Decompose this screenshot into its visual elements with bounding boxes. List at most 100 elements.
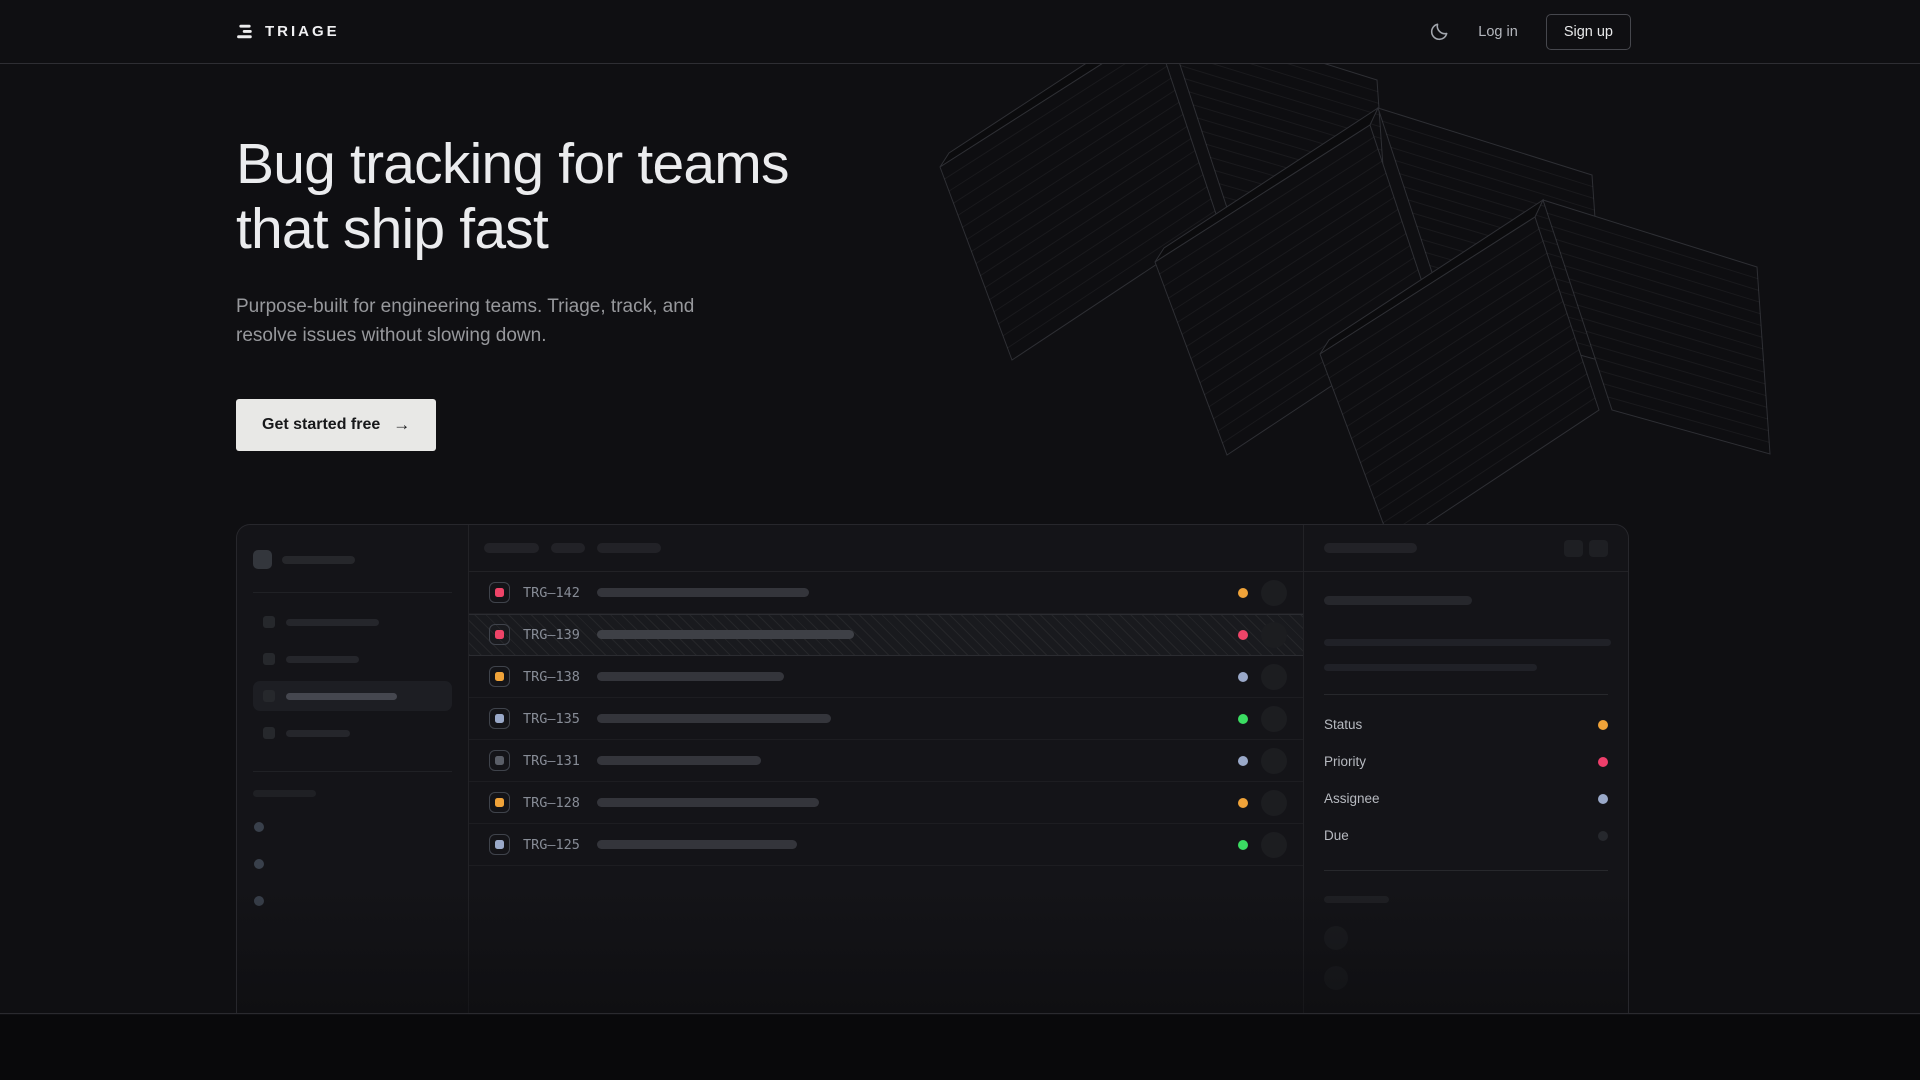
assignee-avatar <box>1261 747 1287 774</box>
issue-type-icon <box>489 708 510 729</box>
sidebar-nav-item-active <box>253 681 452 711</box>
issue-title-placeholder <box>597 798 819 807</box>
issue-id: TRG–131 <box>523 752 580 769</box>
issue-row: TRG–131 <box>469 740 1303 782</box>
nav-item-label-placeholder <box>286 655 359 663</box>
issue-type-icon <box>489 582 510 603</box>
issue-row: TRG–128 <box>469 782 1303 824</box>
issue-status-dot <box>1238 755 1248 766</box>
issue-type-icon <box>489 624 510 645</box>
divider <box>1324 694 1608 695</box>
detail-text-placeholder <box>1324 664 1537 671</box>
get-started-button[interactable]: Get started free → <box>236 398 437 451</box>
moon-icon <box>1431 23 1448 40</box>
assignee-avatar <box>1261 831 1287 858</box>
comments-label-placeholder <box>1324 896 1389 903</box>
issue-type-icon <box>489 750 510 771</box>
issue-row-selected: TRG–139 <box>469 614 1303 656</box>
comment-avatar-placeholder <box>1324 966 1348 990</box>
sidebar-dot <box>254 822 264 832</box>
tab-placeholder <box>597 543 661 553</box>
issue-title-placeholder <box>597 588 809 597</box>
detail-field-priority: Priority <box>1324 743 1608 780</box>
workspace-name-placeholder <box>282 555 355 564</box>
issue-type-icon <box>489 792 510 813</box>
issue-row: TRG–125 <box>469 824 1303 866</box>
divider <box>253 592 452 593</box>
nav-item-icon <box>263 727 275 739</box>
issue-title-placeholder <box>597 630 854 639</box>
nav-item-label-placeholder <box>286 618 379 626</box>
issue-status-dot <box>1238 587 1248 598</box>
issue-id: TRG–139 <box>523 626 580 643</box>
issue-id: TRG–142 <box>523 584 580 601</box>
issue-id: TRG–135 <box>523 710 580 727</box>
panel-button <box>1564 539 1583 557</box>
detail-header-placeholder <box>1324 543 1417 553</box>
theme-toggle-button[interactable] <box>1428 21 1450 43</box>
sidebar-dot <box>254 859 264 869</box>
issue-id: TRG–125 <box>523 836 580 853</box>
hero-subtitle: Purpose-built for engineering teams. Tri… <box>236 295 695 347</box>
detail-header <box>1304 525 1628 572</box>
issue-title-placeholder <box>597 756 761 765</box>
nav-item-label-placeholder <box>286 692 397 700</box>
arrow-right-icon: → <box>393 414 411 434</box>
section-label-placeholder <box>253 790 316 797</box>
sidebar-nav-item <box>253 607 452 637</box>
tab-placeholder <box>551 543 585 553</box>
sidebar-dot <box>254 896 264 906</box>
signup-button[interactable]: Sign up <box>1545 13 1631 50</box>
status-value-dot <box>1598 719 1608 730</box>
issue-row: TRG–135 <box>469 698 1303 740</box>
assignee-value-dot <box>1598 793 1608 804</box>
issue-type-icon <box>489 666 510 687</box>
divider <box>253 771 452 772</box>
app-preview-window: TRG–142 TRG–139 TRG–138 TR <box>236 524 1629 1013</box>
assignee-avatar <box>1261 663 1287 690</box>
issue-list-panel: TRG–142 TRG–139 TRG–138 TR <box>469 525 1303 1013</box>
issue-status-dot <box>1238 671 1248 682</box>
triage-logo-icon <box>237 24 252 38</box>
nav-item-icon <box>263 616 275 628</box>
tab-placeholder <box>484 543 539 553</box>
top-nav: TRIAGE Log in Sign up <box>0 0 1920 64</box>
issue-status-dot <box>1238 629 1248 640</box>
issue-status-dot <box>1238 797 1248 808</box>
detail-title-placeholder <box>1324 596 1472 605</box>
brand-name: TRIAGE <box>265 23 340 40</box>
sidebar-nav-item <box>253 718 452 748</box>
footer-band <box>0 1015 1920 1080</box>
panel-button <box>1589 539 1608 557</box>
issue-row: TRG–142 <box>469 572 1303 614</box>
issue-title-placeholder <box>597 672 784 681</box>
comment-avatar-placeholder <box>1324 926 1348 950</box>
issue-title-placeholder <box>597 840 797 849</box>
assignee-avatar <box>1261 789 1287 816</box>
issue-list-header <box>469 525 1303 572</box>
preview-sidebar-logo <box>253 550 452 569</box>
brand: TRIAGE <box>236 23 340 41</box>
detail-text-placeholder <box>1324 639 1611 646</box>
issue-status-dot <box>1238 839 1248 850</box>
nav-item-icon <box>263 690 275 702</box>
nav-item-label-placeholder <box>286 729 350 737</box>
issue-detail-panel: Status Priority Assignee Due <box>1303 525 1628 1013</box>
issue-id: TRG–128 <box>523 794 580 811</box>
preview-sidebar <box>237 525 469 1013</box>
assignee-avatar <box>1261 579 1287 606</box>
detail-field-assignee: Assignee <box>1324 780 1608 817</box>
nav-item-icon <box>263 653 275 665</box>
issue-title-placeholder <box>597 714 831 723</box>
detail-field-due: Due <box>1324 817 1608 854</box>
login-link[interactable]: Log in <box>1478 23 1518 40</box>
divider <box>1324 870 1608 871</box>
priority-value-dot <box>1598 756 1608 767</box>
issue-row: TRG–138 <box>469 656 1303 698</box>
assignee-avatar <box>1261 705 1287 732</box>
due-value-dot <box>1598 830 1608 841</box>
issue-id: TRG–138 <box>523 668 580 685</box>
detail-field-status: Status <box>1324 706 1608 743</box>
issue-status-dot <box>1238 713 1248 724</box>
sidebar-nav-item <box>253 644 452 674</box>
